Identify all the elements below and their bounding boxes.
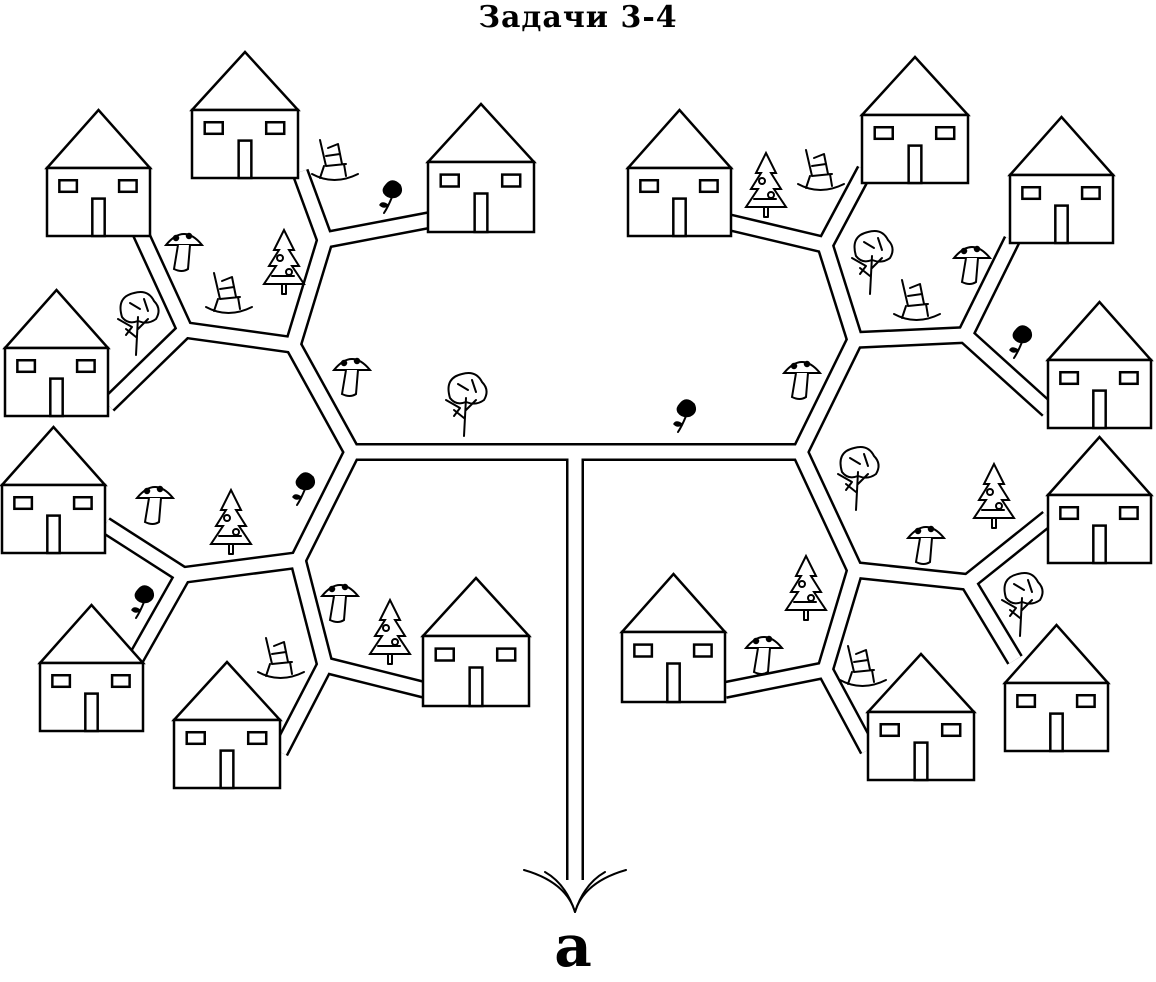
flower-icon xyxy=(131,585,155,619)
road-segment-core xyxy=(794,337,861,455)
road-segment-core xyxy=(854,563,969,589)
road-segment-core xyxy=(323,658,427,697)
tree-icon xyxy=(117,291,160,356)
rocking-chair-icon xyxy=(893,279,941,321)
fir-tree-icon xyxy=(972,461,1016,529)
road-segment-core xyxy=(818,243,862,342)
fir-tree-icon xyxy=(209,487,253,555)
road-segment-core xyxy=(274,662,331,755)
house-icon xyxy=(859,55,971,185)
page-title: Задачи 3-4 xyxy=(478,0,678,35)
house-icon xyxy=(1002,623,1111,753)
mushroom-icon xyxy=(951,245,993,285)
rocking-chair-icon xyxy=(311,139,359,181)
rocking-chair-icon xyxy=(257,637,305,679)
road-segment-core xyxy=(293,169,332,243)
road-segment-core xyxy=(726,215,827,252)
road-segment-core xyxy=(723,663,827,697)
rocking-chair-icon xyxy=(205,272,253,314)
house-icon xyxy=(1045,435,1154,565)
road-segment-core xyxy=(101,519,187,581)
road-segment-core xyxy=(962,578,1021,664)
tree-icon xyxy=(1001,572,1044,637)
road-segment-core xyxy=(819,166,871,249)
mushroom-icon xyxy=(905,525,947,565)
mushroom-icon xyxy=(319,583,361,623)
tree-icon xyxy=(851,230,894,295)
road-segment-core xyxy=(819,666,874,754)
road-segment-core xyxy=(134,229,191,333)
mushroom-icon xyxy=(331,357,373,397)
tree-icon xyxy=(837,446,880,511)
fir-tree-icon xyxy=(368,597,412,665)
house-icon xyxy=(619,572,728,704)
start-arrow-icon xyxy=(523,869,627,913)
road-segment-core xyxy=(818,568,862,672)
house-icon xyxy=(2,288,111,418)
flower-icon xyxy=(292,472,316,506)
house-icon xyxy=(0,425,108,555)
road-segment-core xyxy=(959,237,1018,338)
start-label: а xyxy=(554,912,592,980)
flower-icon xyxy=(673,399,697,433)
fir-tree-icon xyxy=(744,150,788,218)
road-segment-core xyxy=(292,449,358,563)
road-segment-core xyxy=(129,571,189,664)
rocking-chair-icon xyxy=(839,645,887,687)
road-segment-core xyxy=(794,449,861,573)
road-segment-core xyxy=(184,323,294,352)
road-segment-core xyxy=(963,512,1053,588)
road-segment-core xyxy=(291,558,332,667)
house-icon xyxy=(1045,300,1154,430)
house-icon xyxy=(865,652,977,782)
house-icon xyxy=(189,50,301,180)
fir-tree-icon xyxy=(262,227,306,295)
house-icon xyxy=(425,102,537,234)
flower-icon xyxy=(379,180,403,214)
house-icon xyxy=(1007,115,1116,245)
rocking-chair-icon xyxy=(797,149,845,191)
road-segment-core xyxy=(287,341,358,456)
mushroom-icon xyxy=(781,360,823,400)
fir-tree-icon xyxy=(784,553,828,621)
road-segment-core xyxy=(960,330,1053,415)
road-segment-core xyxy=(182,553,299,582)
mushroom-icon xyxy=(743,635,785,675)
mushroom-icon xyxy=(163,232,205,272)
road-segment-core xyxy=(323,213,432,247)
road-segment-core xyxy=(286,238,332,347)
house-icon xyxy=(44,108,153,238)
mushroom-icon xyxy=(134,485,176,525)
tree-icon xyxy=(445,372,488,437)
flower-icon xyxy=(1009,325,1033,359)
road-segment-core xyxy=(103,325,190,410)
house-icon xyxy=(37,603,146,733)
road-segment-core xyxy=(854,328,966,347)
house-icon xyxy=(625,108,734,238)
house-icon xyxy=(420,576,532,708)
house-icon xyxy=(171,660,283,790)
